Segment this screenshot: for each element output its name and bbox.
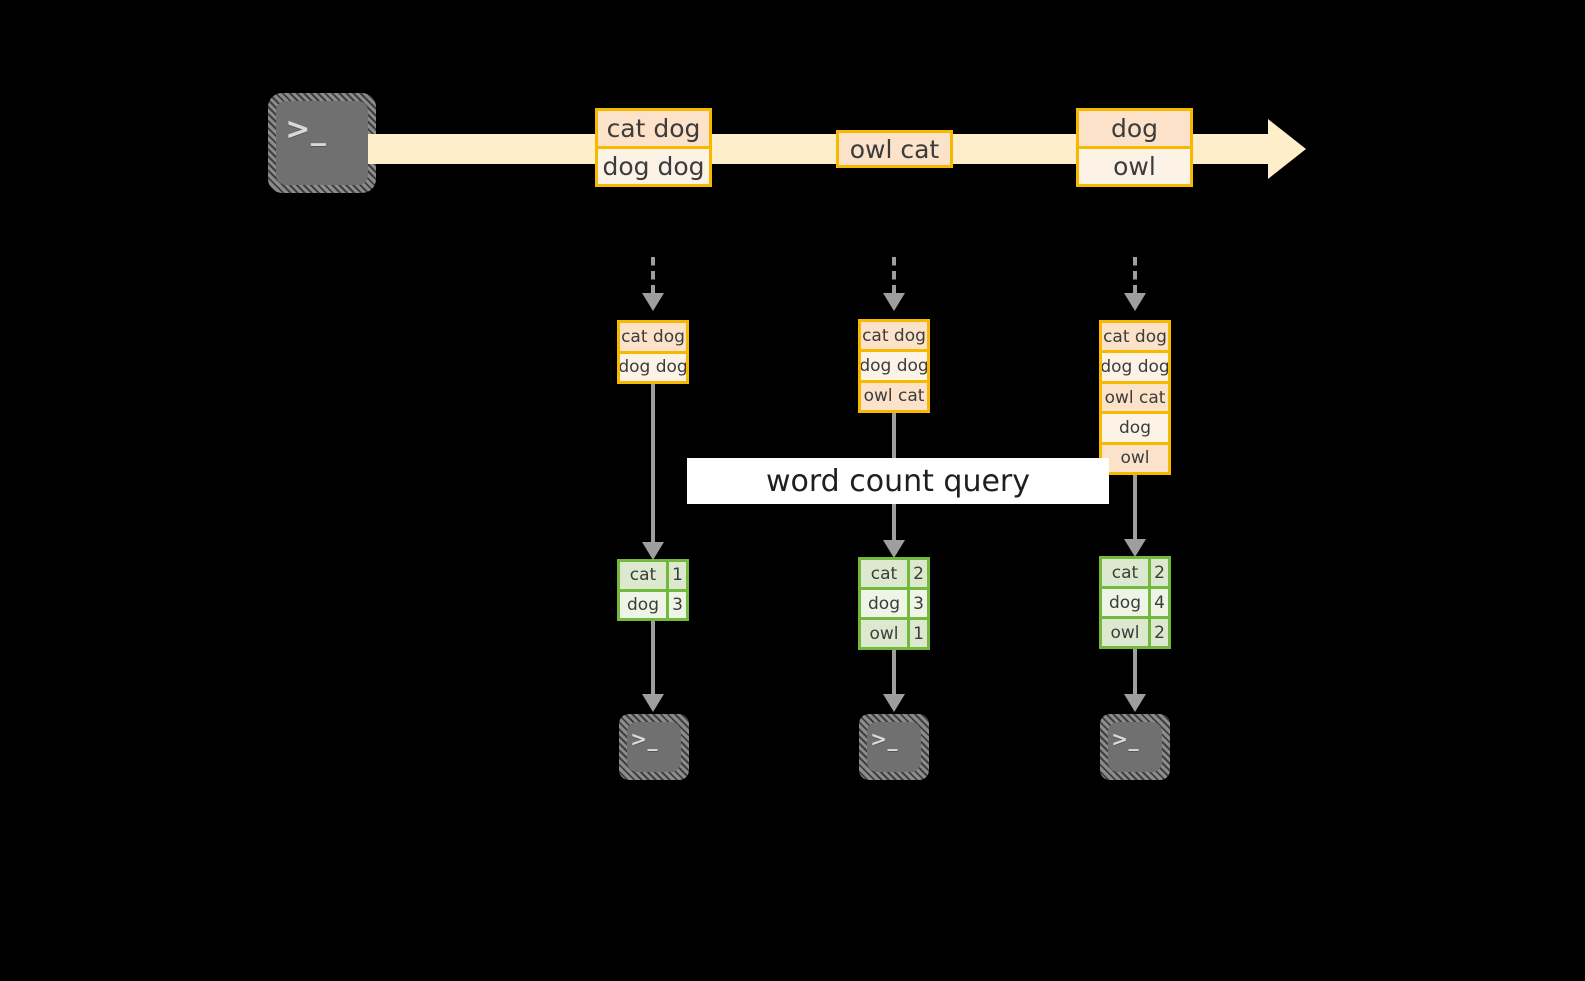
trigger-3-query-arrowhead	[1124, 539, 1146, 557]
stream-event-1: cat dog dog dog	[595, 108, 712, 187]
terminal-prompt-label: >_	[285, 112, 327, 147]
trigger-3-input-row: dog	[1102, 411, 1168, 442]
result-count: 2	[1148, 619, 1168, 646]
stream-event-1-line-1: cat dog	[598, 111, 709, 146]
table-row: dog 3	[620, 588, 686, 618]
trigger-3-result-table: cat 2 dog 4 owl 2	[1099, 556, 1171, 649]
table-row: cat 2	[1102, 559, 1168, 586]
result-count: 3	[666, 591, 686, 618]
table-row: dog 3	[861, 587, 927, 617]
terminal-screen	[276, 101, 368, 185]
result-word: cat	[861, 560, 907, 587]
terminal-prompt-label: >_	[870, 726, 898, 751]
trigger-2-input-row: cat dog	[861, 322, 927, 350]
table-row: cat 1	[620, 562, 686, 589]
result-word: owl	[1102, 619, 1148, 646]
trigger-3-dashed-arrowhead	[1124, 293, 1146, 311]
trigger-3-input-row: dog dog	[1102, 350, 1168, 381]
trigger-1-query-arrowhead	[642, 542, 664, 560]
result-word: cat	[620, 562, 666, 589]
table-row: cat 2	[861, 560, 927, 587]
result-count: 2	[1148, 559, 1168, 586]
trigger-1-dashed-arrowhead	[642, 293, 664, 311]
trigger-3-sink-arrowhead	[1124, 694, 1146, 712]
trigger-1-input-row: cat dog	[620, 323, 686, 351]
trigger-2-dashed-arrowhead	[883, 293, 905, 311]
trigger-3-input-row: owl cat	[1102, 380, 1168, 412]
terminal-prompt-label: >_	[630, 726, 658, 751]
trigger-3-sink-terminal-icon: >_	[1100, 714, 1170, 780]
trigger-1-input-row: dog dog	[620, 350, 686, 381]
stream-event-1-line-2: dog dog	[598, 146, 709, 184]
trigger-1-result-table: cat 1 dog 3	[617, 559, 689, 621]
stream-event-3-line-1: dog	[1079, 111, 1190, 146]
stream-event-3: dog owl	[1076, 108, 1193, 187]
trigger-1-query-connector	[651, 384, 655, 556]
source-terminal-icon: >_	[268, 93, 376, 193]
terminal-screen	[627, 722, 681, 772]
trigger-1-sink-terminal-icon: >_	[619, 714, 689, 780]
result-word: owl	[861, 620, 907, 647]
trigger-3-input-row: cat dog	[1102, 323, 1168, 351]
trigger-2-input-row: owl cat	[861, 379, 927, 410]
trigger-3-sink-connector	[1133, 649, 1137, 697]
terminal-prompt-label: >_	[1111, 726, 1139, 751]
table-row: owl 2	[1102, 616, 1168, 646]
trigger-2-sink-terminal-icon: >_	[859, 714, 929, 780]
trigger-3-query-connector	[1133, 475, 1137, 554]
result-word: dog	[1102, 589, 1148, 616]
trigger-1-sink-connector	[651, 621, 655, 697]
trigger-1-dashed-connector	[651, 257, 655, 295]
trigger-2-query-arrowhead	[883, 540, 905, 558]
trigger-2-input-row: dog dog	[861, 349, 927, 380]
trigger-3-input-table: cat dog dog dog owl cat dog owl	[1099, 320, 1171, 475]
stream-event-2-line-1: owl cat	[839, 133, 950, 165]
event-stream-arrowhead	[1268, 119, 1306, 179]
result-count: 1	[907, 620, 927, 647]
trigger-3-input-row: owl	[1102, 441, 1168, 472]
table-row: dog 4	[1102, 586, 1168, 616]
stream-event-2: owl cat	[836, 130, 953, 168]
result-count: 4	[1148, 589, 1168, 616]
trigger-2-sink-connector	[892, 650, 896, 697]
result-count: 3	[907, 590, 927, 617]
trigger-2-input-table: cat dog dog dog owl cat	[858, 319, 930, 413]
trigger-2-result-table: cat 2 dog 3 owl 1	[858, 557, 930, 650]
trigger-2-dashed-connector	[892, 257, 896, 295]
table-row: owl 1	[861, 617, 927, 647]
terminal-screen	[867, 722, 921, 772]
result-word: dog	[620, 591, 666, 618]
stream-event-3-line-2: owl	[1079, 146, 1190, 184]
result-word: dog	[861, 590, 907, 617]
result-count: 1	[666, 562, 686, 589]
trigger-3-dashed-connector	[1133, 257, 1137, 295]
result-word: cat	[1102, 559, 1148, 586]
word-count-query-label: word count query	[687, 458, 1109, 504]
terminal-screen	[1108, 722, 1162, 772]
trigger-1-sink-arrowhead	[642, 694, 664, 712]
result-count: 2	[907, 560, 927, 587]
trigger-2-sink-arrowhead	[883, 694, 905, 712]
trigger-1-input-table: cat dog dog dog	[617, 320, 689, 384]
